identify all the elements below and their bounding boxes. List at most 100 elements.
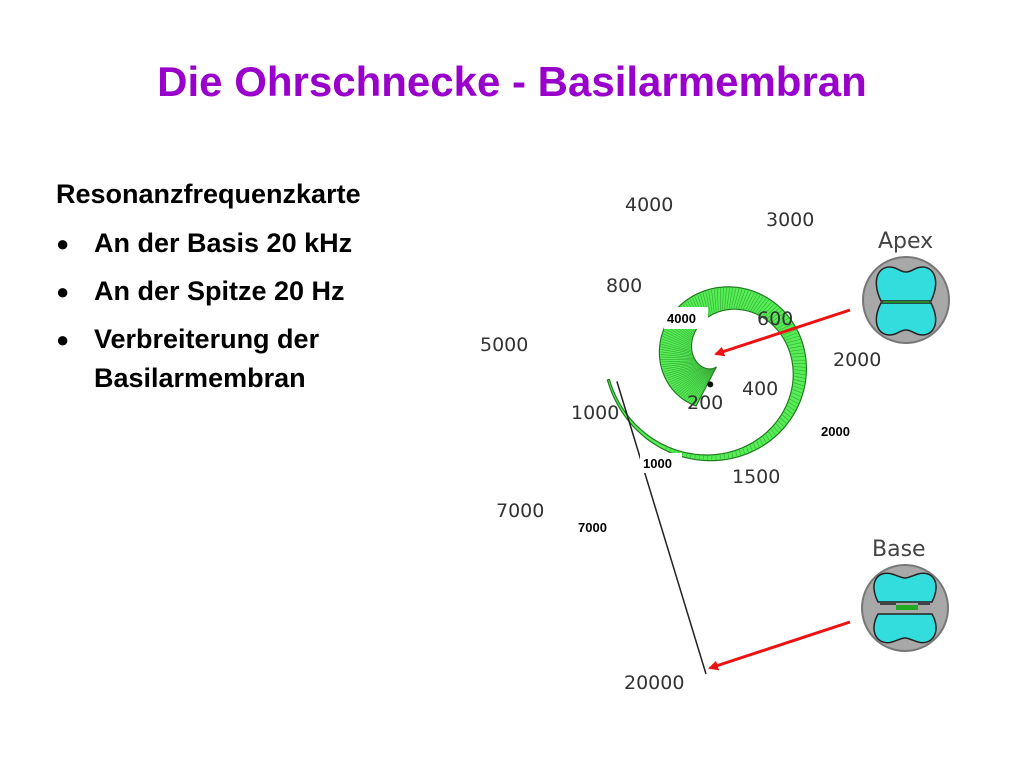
membrane-hatch xyxy=(692,368,715,404)
membrane-hatch xyxy=(714,289,717,312)
membrane-hatch xyxy=(789,345,803,349)
membrane-hatch xyxy=(764,305,778,318)
label-box xyxy=(664,307,708,329)
membrane-hatch xyxy=(773,315,787,325)
membrane-hatch xyxy=(660,354,693,358)
bullet-icon: ● xyxy=(56,327,70,352)
membrane-hatch xyxy=(750,295,761,311)
membrane-hatch xyxy=(794,369,806,372)
membrane-hatch xyxy=(771,312,785,323)
membrane-hatch xyxy=(673,450,675,453)
membrane-hatch xyxy=(746,446,749,453)
membrane-hatch xyxy=(688,368,714,402)
membrane-hatch xyxy=(787,405,795,411)
membrane-hatch xyxy=(743,291,752,310)
membrane-hatch xyxy=(677,369,709,394)
membrane-hatch xyxy=(766,307,780,320)
membrane-hatch xyxy=(717,288,719,311)
membrane-hatch xyxy=(663,364,698,372)
freq-label: 4000 xyxy=(625,194,673,216)
membrane-hatch xyxy=(790,349,804,352)
membrane-hatch xyxy=(726,287,730,309)
membrane-hatch xyxy=(785,408,793,415)
content-heading: Resonanzfrequenzkarte xyxy=(56,179,361,209)
membrane-tip xyxy=(616,381,707,675)
membrane-hatch xyxy=(749,444,753,451)
membrane-hatch xyxy=(778,420,784,427)
membrane-hatch xyxy=(694,368,716,405)
membrane-hatch xyxy=(742,448,745,454)
membrane-hatch xyxy=(663,330,691,346)
membrane-hatch xyxy=(662,336,691,349)
membrane-hatch xyxy=(680,369,710,397)
freq-label: 2000 xyxy=(833,349,881,371)
label-box xyxy=(640,453,682,473)
membrane-hatch xyxy=(788,402,797,408)
bullet-icon: ● xyxy=(56,279,70,304)
freq-label: 1000 xyxy=(571,402,619,424)
membrane-hatch xyxy=(698,455,700,460)
membrane-hatch xyxy=(791,352,804,355)
base-cross-section xyxy=(861,564,949,652)
membrane-hatch xyxy=(660,356,694,359)
bullet-list: ●An der Basis 20 kHz ●An der Spitze 20 H… xyxy=(56,224,476,398)
freq-label: 400 xyxy=(742,378,778,400)
membrane-hatch xyxy=(661,341,691,352)
membrane-hatch xyxy=(663,333,691,347)
membrane-hatch xyxy=(682,369,711,399)
membrane-hatch xyxy=(792,389,803,394)
apex-cross-section xyxy=(862,256,950,344)
membrane-hatch xyxy=(791,392,801,397)
membrane-hatch xyxy=(733,288,740,309)
apex-point xyxy=(707,381,714,388)
membrane-hatch xyxy=(778,323,793,331)
membrane-hatch xyxy=(722,287,724,310)
membrane-hatch xyxy=(770,429,776,436)
membrane-hatch xyxy=(757,299,770,314)
membrane-hatch xyxy=(679,369,709,396)
inner-freq-label: 1000 xyxy=(643,456,672,471)
basilar-membrane-spiral xyxy=(606,286,808,675)
membrane-hatch xyxy=(666,366,701,379)
membrane-hatch xyxy=(660,343,692,353)
membrane-hatch xyxy=(669,367,704,385)
freq-label: 3000 xyxy=(766,209,814,231)
membrane-hatch xyxy=(785,335,799,341)
membrane-hatch xyxy=(773,426,779,433)
membrane-hatch xyxy=(702,455,705,460)
membrane-hatch xyxy=(660,351,693,357)
membrane-hatch xyxy=(674,368,707,391)
freq-label: 1500 xyxy=(732,466,780,488)
bullet-icon: ● xyxy=(56,231,70,256)
membrane-hatch xyxy=(755,298,767,313)
membrane-hatch xyxy=(794,372,806,376)
membrane-hatch xyxy=(690,368,715,403)
inner-freq-label: 4000 xyxy=(667,311,696,326)
freq-label: 200 xyxy=(687,392,723,414)
membrane-hatch xyxy=(664,365,699,375)
membrane-hatch xyxy=(793,379,805,383)
membrane-hatch xyxy=(759,301,772,315)
membrane-hatch xyxy=(724,287,727,310)
membrane-hatch xyxy=(671,368,705,387)
membrane-hatch xyxy=(660,346,692,354)
slide-content: Resonanzfrequenzkarte ●An der Basis 20 k… xyxy=(56,174,476,407)
membrane-hatch xyxy=(686,369,713,401)
membrane-hatch xyxy=(738,289,746,309)
membrane-hatch xyxy=(731,452,733,458)
membrane-hatch xyxy=(675,369,708,393)
membrane-hatch xyxy=(756,441,760,447)
membrane-hatch xyxy=(777,320,791,329)
membrane-hatch xyxy=(793,385,804,390)
membrane-hatch xyxy=(775,317,789,327)
cochlea-diagram: 4000 3000 800 600 5000 2000 1000 400 200… xyxy=(480,194,950,694)
apex-label: Apex xyxy=(878,229,933,254)
label-box xyxy=(574,517,616,537)
membrane-hatch xyxy=(665,365,700,377)
membrane-hatch xyxy=(707,455,709,460)
membrane-hatch xyxy=(745,292,755,310)
membrane-hatch xyxy=(708,290,713,314)
membrane-hatch xyxy=(792,356,805,358)
membrane-hatch xyxy=(685,453,688,457)
membrane-hatch xyxy=(664,328,691,344)
